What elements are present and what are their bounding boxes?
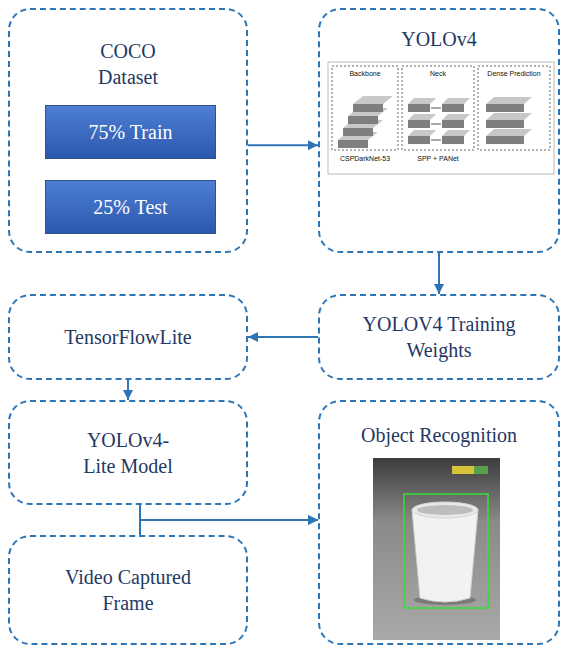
dataset-split-box: 75% Train bbox=[45, 105, 216, 159]
architecture-label: Backbone bbox=[349, 69, 380, 78]
layer-top bbox=[442, 98, 470, 104]
cup-inside bbox=[417, 505, 473, 515]
flow-arrow bbox=[438, 253, 440, 294]
layer-top bbox=[408, 98, 436, 104]
flow-arrow bbox=[140, 505, 318, 520]
layer-front bbox=[486, 120, 524, 128]
layer-front bbox=[408, 120, 430, 128]
dashed-process-box: YOLOv4-Lite Model bbox=[8, 400, 248, 505]
cup-body bbox=[412, 510, 478, 602]
prediction-box bbox=[478, 66, 550, 150]
layer-top bbox=[408, 130, 436, 136]
flow-arrow bbox=[248, 336, 318, 338]
flow-arrow bbox=[127, 380, 129, 400]
layer-front bbox=[408, 136, 430, 144]
backbone-box bbox=[332, 66, 398, 150]
box-title: YOLOV4 Training Weights bbox=[349, 311, 529, 363]
architecture-label: CSPDarkNet-53 bbox=[340, 154, 390, 163]
box-title: TensorFlowLite bbox=[64, 324, 191, 350]
box-title: Video Captured Frame bbox=[53, 564, 203, 616]
flow-arrow bbox=[140, 520, 318, 535]
layer-front bbox=[408, 104, 430, 112]
layer-front bbox=[486, 136, 524, 144]
dashed-process-box: COCO Dataset 75% Train 25% Test bbox=[8, 8, 248, 253]
layer-top bbox=[486, 113, 532, 120]
dashed-process-box: YOLOV4 Training Weights bbox=[318, 294, 560, 380]
layer-top bbox=[408, 114, 436, 120]
layer-front bbox=[343, 128, 373, 136]
layer-front bbox=[486, 104, 524, 112]
neck-link bbox=[431, 140, 441, 141]
layer-front bbox=[442, 120, 464, 128]
layer-top bbox=[442, 114, 470, 120]
architecture-label: Neck bbox=[430, 69, 446, 78]
dashed-process-box: TensorFlowLite bbox=[8, 294, 248, 380]
yolo-architecture-figure bbox=[328, 62, 554, 174]
layer-front bbox=[348, 116, 378, 124]
box-title: YOLOv4-Lite Model bbox=[78, 427, 178, 479]
layer-front bbox=[338, 140, 368, 148]
flow-arrow bbox=[248, 144, 318, 146]
split-label: 75% Train bbox=[89, 119, 173, 145]
detection-photo bbox=[373, 458, 500, 640]
neck-box bbox=[402, 66, 474, 150]
cup-rim bbox=[412, 502, 478, 518]
layer-top bbox=[442, 130, 470, 136]
bounding-box bbox=[404, 494, 488, 608]
layer-front bbox=[353, 104, 383, 112]
layer-top bbox=[353, 96, 393, 104]
architecture-label: Dense Prediction bbox=[487, 69, 540, 78]
layer-top bbox=[486, 129, 532, 136]
layer-top bbox=[486, 97, 532, 104]
photo-object bbox=[452, 466, 474, 474]
box-title: COCO Dataset bbox=[78, 38, 178, 90]
dashed-process-box: Object Recognition bbox=[318, 400, 560, 645]
photo-object bbox=[474, 466, 488, 474]
architecture-label: SPP + PANet bbox=[417, 154, 459, 163]
box-title: YOLOv4 bbox=[401, 26, 477, 52]
dataset-split-box: 25% Test bbox=[45, 180, 216, 234]
figure-frame bbox=[328, 62, 554, 174]
neck-link bbox=[431, 108, 441, 109]
box-title: Object Recognition bbox=[361, 422, 517, 448]
split-label: 25% Test bbox=[93, 194, 167, 220]
neck-link bbox=[431, 124, 441, 125]
prediction-layers bbox=[486, 97, 532, 144]
backbone-layers bbox=[338, 96, 393, 148]
photo-background bbox=[373, 458, 500, 640]
dashed-process-box: YOLOv4 bbox=[318, 8, 560, 253]
dashed-process-box: Video Captured Frame bbox=[8, 535, 248, 645]
layer-front bbox=[442, 104, 464, 112]
layer-front bbox=[442, 136, 464, 144]
neck-layers bbox=[408, 98, 470, 144]
